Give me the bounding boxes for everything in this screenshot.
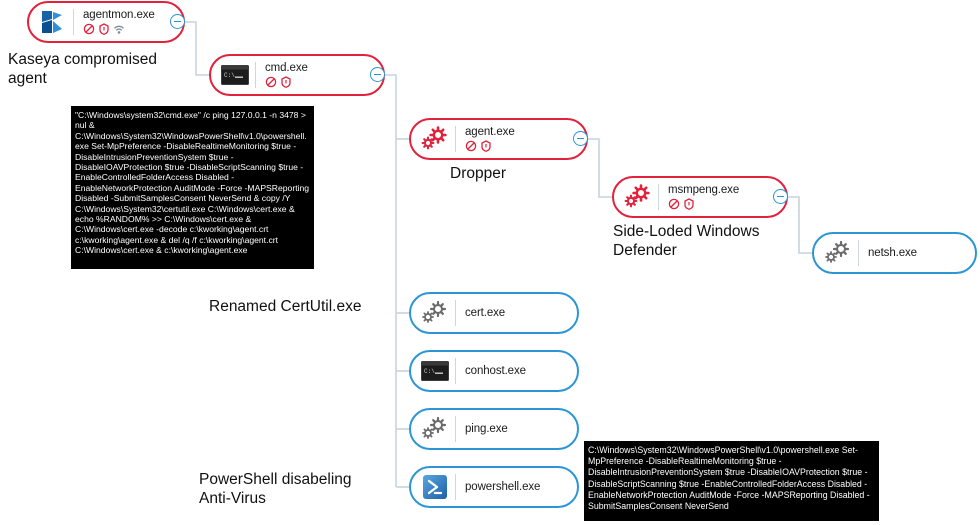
process-name: conhost.exe [465,364,526,377]
blocked-icon [265,76,277,88]
collapse-toggle-agentmon[interactable] [170,14,185,29]
process-name: agent.exe [465,126,515,138]
process-name: cert.exe [465,306,506,319]
annotation-kaseya-agent: Kaseya compromised agent [8,51,158,87]
blocked-icon [83,23,95,35]
node-divider [455,358,456,384]
minus-icon [374,73,381,76]
node-divider [455,126,456,152]
node-divider [455,300,456,326]
console-window-icon: C:\ [220,60,250,90]
node-status-badges [265,76,375,88]
gears-icon [623,182,653,212]
shield-alert-icon [281,76,291,88]
gears-icon [420,298,450,328]
gears-icon [823,238,853,268]
process-node-conhost[interactable]: C:\ conhost.exe [409,350,579,392]
process-name: ping.exe [465,422,508,435]
console-window-icon: C:\ [420,356,450,386]
node-divider [858,240,859,266]
shield-alert-icon [99,23,109,35]
process-node-agent[interactable]: agent.exe [409,118,588,160]
process-node-ping[interactable]: ping.exe [409,408,579,450]
process-node-cmd[interactable]: C:\ cmd.exe [209,54,385,96]
shield-alert-icon [481,140,491,152]
node-divider [658,184,659,210]
svg-text:C:\: C:\ [424,368,435,375]
node-divider [255,62,256,88]
node-status-badges [83,23,175,35]
annotation-powershell-av: PowerShell disabeling Anti-Virus [199,471,352,507]
minus-icon [577,137,584,140]
collapse-toggle-msmpeng[interactable] [773,189,788,204]
process-name: agentmon.exe [83,9,155,21]
network-icon [114,25,124,34]
blocked-icon [465,140,477,152]
process-node-netsh[interactable]: netsh.exe [812,232,977,274]
process-name: powershell.exe [465,480,541,493]
svg-text:C:\: C:\ [224,72,235,79]
gears-icon [420,414,450,444]
process-name: netsh.exe [868,246,917,259]
collapse-toggle-cmd[interactable] [370,67,385,82]
command-line-tooltip-powershell: C:\Windows\System32\WindowsPowerShell\v1… [584,441,879,521]
process-name: cmd.exe [265,62,308,74]
node-divider [455,416,456,442]
annotation-renamed-certutil: Renamed CertUtil.exe [209,298,362,315]
node-status-badges [668,198,778,210]
powershell-icon [420,472,450,502]
process-node-agentmon[interactable]: agentmon.exe [27,1,185,43]
node-status-badges [465,140,578,152]
minus-icon [174,20,181,23]
command-line-tooltip-cmd: "C:\Windows\system32\cmd.exe" /c ping 12… [71,106,314,269]
annotation-dropper: Dropper [450,165,506,182]
process-node-powershell[interactable]: powershell.exe [409,466,579,508]
blocked-icon [668,198,680,210]
node-divider [73,9,74,35]
process-name: msmpeng.exe [668,184,740,196]
annotation-side-loaded-defender: Side-Loded Windows Defender [613,223,760,259]
kaseya-logo-icon [38,7,68,37]
process-node-msmpeng[interactable]: msmpeng.exe [612,176,788,218]
collapse-toggle-agent[interactable] [573,131,588,146]
shield-alert-icon [684,198,694,210]
minus-icon [777,195,784,198]
process-node-cert[interactable]: cert.exe [409,292,579,334]
gears-icon [420,124,450,154]
node-divider [455,474,456,500]
